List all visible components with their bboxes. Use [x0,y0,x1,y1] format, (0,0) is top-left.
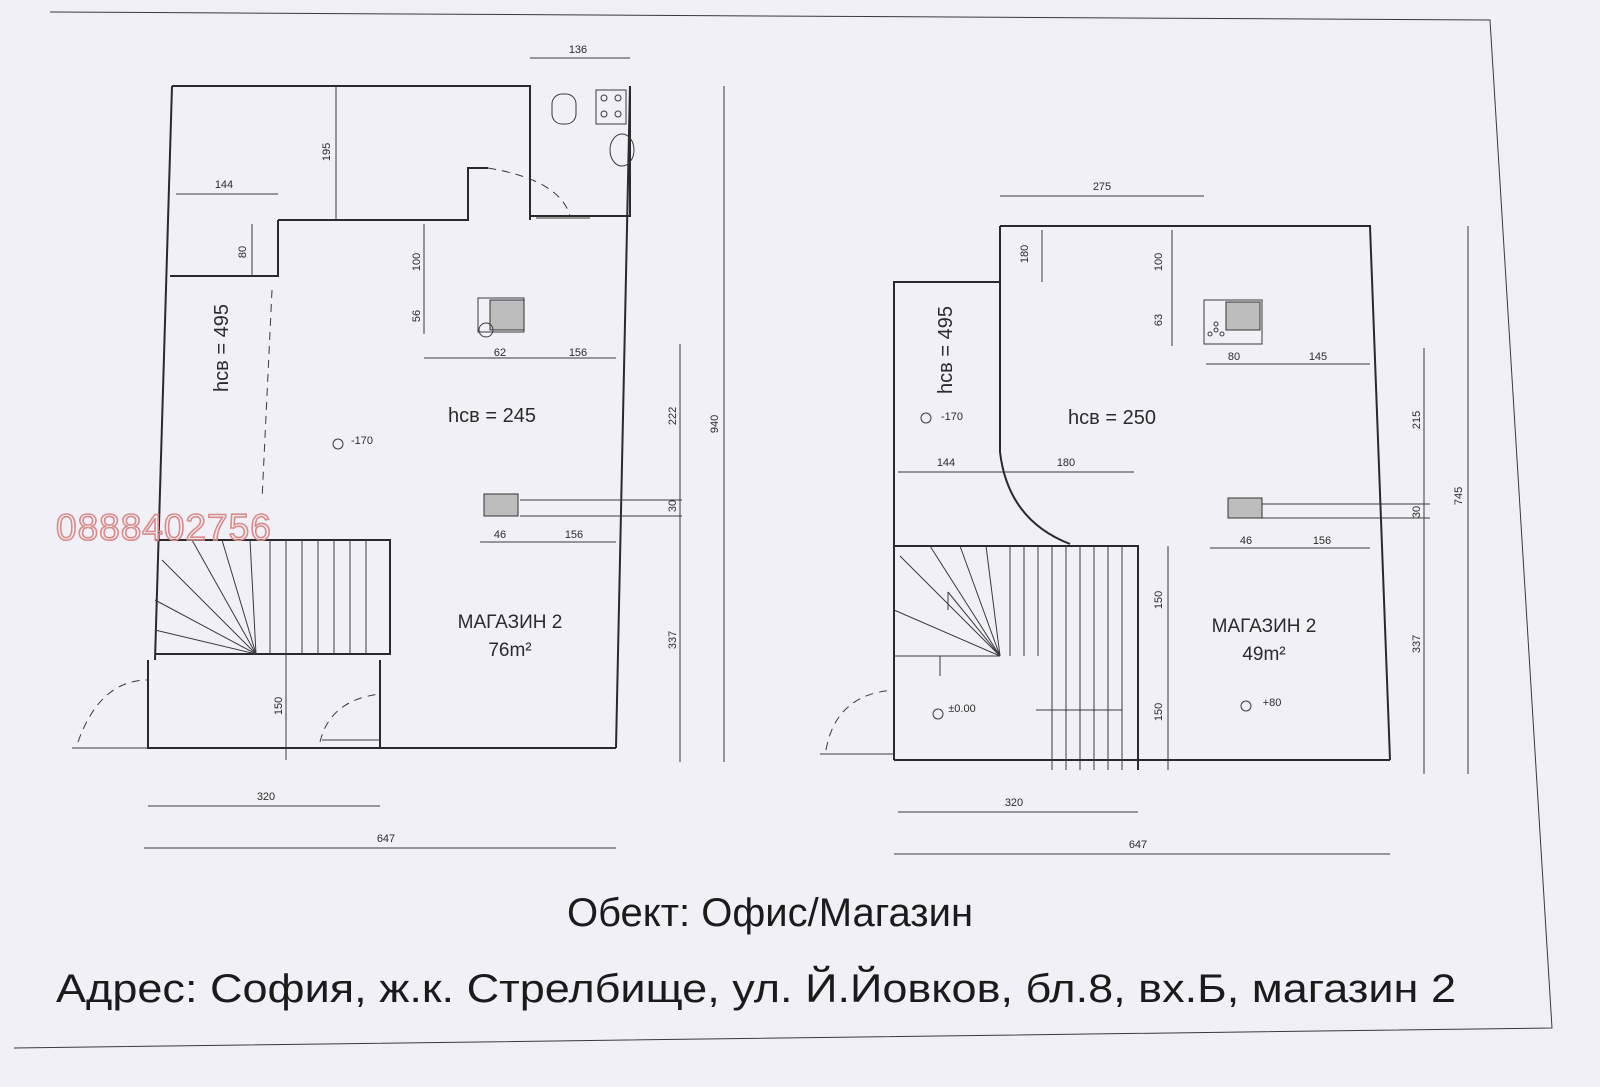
right-floor-plan: 275 180 100 63 80 145 144 180 215 745 30… [820,181,1469,855]
left-dim-80: 80 [237,246,249,258]
left-dim-222: 222 [667,407,679,425]
left-dim-156a: 156 [569,347,587,359]
right-dim-320: 320 [1005,797,1023,809]
right-dim-30: 30 [1411,506,1423,518]
right-level-entry: ±0.00 [948,703,975,715]
right-dim-80: 80 [1228,351,1240,363]
right-height-upper: hсв = 495 [935,306,957,394]
phone-watermark: 0888402756 [56,507,272,548]
right-dim-647: 647 [1129,839,1147,851]
right-dim-150a: 150 [1153,591,1165,609]
right-level-room: +80 [1263,697,1282,709]
right-dim-145: 145 [1309,351,1327,363]
left-dim-100: 100 [411,253,423,271]
right-dim-337: 337 [1411,635,1423,653]
left-room-area: 76m² [488,640,531,661]
left-dim-156b: 156 [565,529,583,541]
left-dim-940: 940 [709,415,721,433]
right-dim-100: 100 [1153,253,1165,271]
left-height-main: hсв = 245 [448,405,536,427]
right-dim-215: 215 [1411,411,1423,429]
left-dim-320: 320 [257,791,275,803]
left-room-name: МАГАЗИН 2 [458,612,563,633]
right-dim-180a: 180 [1019,245,1031,263]
right-room-area: 49m² [1242,644,1285,665]
left-dim-62: 62 [494,347,506,359]
left-level: -170 [351,435,373,447]
right-dim-144: 144 [937,457,955,469]
left-floor-plan: 136 195 144 80 100 56 62 156 222 940 30 … [72,44,725,849]
right-dim-156: 156 [1313,535,1331,547]
left-dim-30: 30 [667,500,679,512]
right-dim-745: 745 [1453,487,1465,505]
paper-border [13,11,1553,1049]
left-height-upper: hсв = 495 [211,304,233,392]
left-dim-337: 337 [667,631,679,649]
right-dim-150b: 150 [1153,703,1165,721]
object-title: Обект: Офис/Магазин [567,891,973,935]
left-dim-144: 144 [215,179,233,191]
right-dim-180b: 180 [1057,457,1075,469]
right-dim-46: 46 [1240,535,1252,547]
left-dim-195: 195 [321,143,333,161]
right-height-main: hсв = 250 [1068,407,1156,429]
left-dim-46: 46 [494,529,506,541]
right-dim-275: 275 [1093,181,1111,193]
left-dim-647: 647 [377,833,395,845]
left-dim-150: 150 [273,697,285,715]
right-room-name: МАГАЗИН 2 [1212,616,1317,637]
right-dim-63: 63 [1153,314,1165,326]
left-stairs [154,539,391,655]
left-dim-136: 136 [569,44,587,56]
right-level-upper: -170 [941,411,963,423]
right-stairs [893,545,1139,770]
object-address: Адрес: София, ж.к. Стрелбище, ул. Й.Йовк… [56,965,1456,1011]
left-dim-56: 56 [411,310,423,322]
